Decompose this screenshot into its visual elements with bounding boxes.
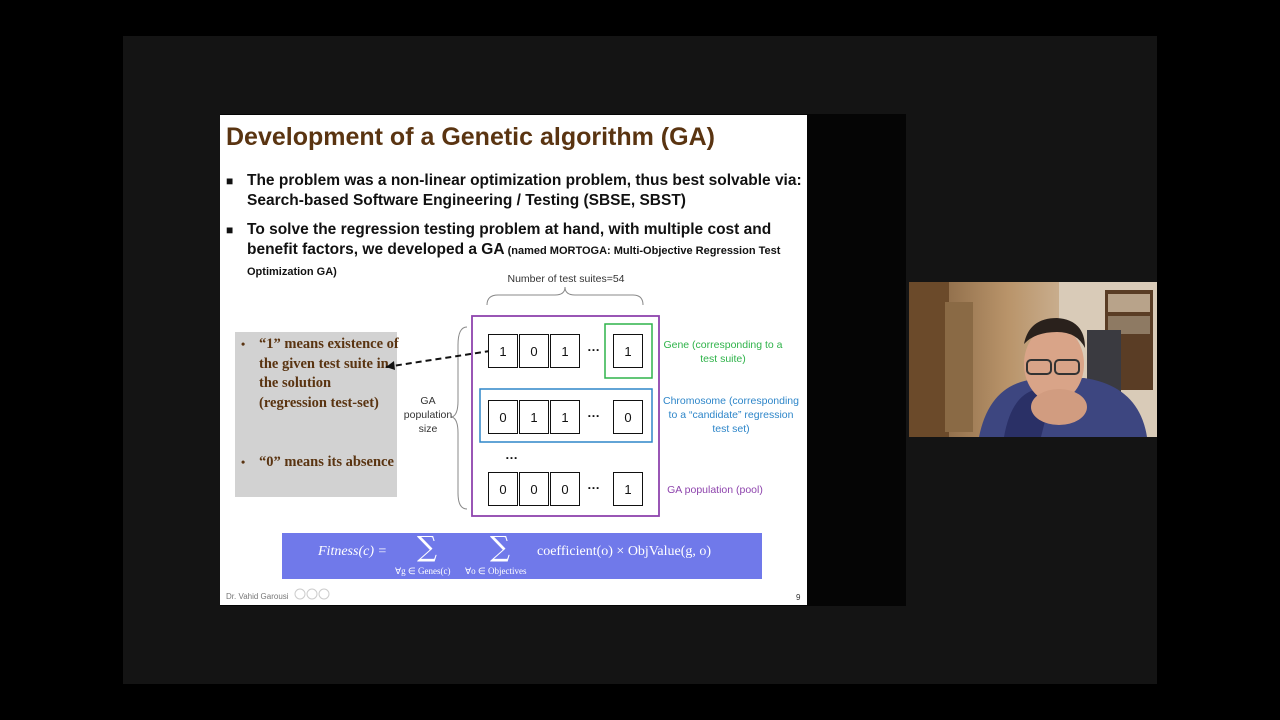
presentation-slide: Development of a Genetic algorithm (GA) …	[220, 115, 807, 605]
gene-cell: 0	[550, 472, 580, 506]
presenter-toolbar[interactable]	[294, 587, 330, 601]
gene-cell: 1	[613, 334, 643, 368]
sum-icon: ∑	[490, 530, 510, 563]
arrowhead-icon	[386, 361, 395, 370]
sum-icon: ∑	[417, 530, 437, 563]
gene-cell: 0	[613, 400, 643, 434]
formula-rhs: coefficient(o) × ObjValue(g, o)	[537, 544, 711, 560]
rows-ellipsis: …	[505, 447, 518, 462]
brace-label: Number of test suites=54	[504, 272, 628, 286]
presenter-webcam-icon	[909, 282, 1157, 437]
gene-cell: 1	[550, 334, 580, 368]
gene-cell: 0	[519, 334, 549, 368]
row-ellipsis: …	[587, 405, 600, 420]
gene-cell: 1	[488, 334, 518, 368]
gene-cell: 0	[488, 472, 518, 506]
gene-cell: 0	[488, 400, 518, 434]
gene-cell: 1	[613, 472, 643, 506]
row-ellipsis: …	[587, 339, 600, 354]
gene-cell: 0	[519, 472, 549, 506]
gene-label: Gene (corresponding to a test suite)	[661, 338, 785, 366]
top-brace	[487, 287, 643, 305]
fitness-formula: Fitness(c) = ∑ ∀g ∈ Genes(c) ∑ ∀o ∈ Obje…	[282, 533, 762, 579]
population-label: GA population (pool)	[663, 483, 767, 497]
slide-number: 9	[796, 593, 800, 602]
dashed-pointer	[386, 351, 490, 367]
slide-author: Dr. Vahid Garousi	[226, 592, 289, 601]
row-ellipsis: …	[587, 477, 600, 492]
gene-cell: 1	[519, 400, 549, 434]
sum1-subscript: ∀g ∈ Genes(c)	[395, 566, 450, 577]
sum2-subscript: ∀o ∈ Objectives	[465, 566, 526, 577]
chromosome-label: Chromosome (corresponding to a “candidat…	[660, 394, 802, 436]
toolbar-icons[interactable]	[294, 587, 330, 601]
formula-lhs: Fitness(c) =	[318, 544, 387, 560]
population-size-label: GA population size	[400, 394, 456, 436]
gene-cell: 1	[550, 400, 580, 434]
webcam-scene	[909, 282, 1157, 437]
